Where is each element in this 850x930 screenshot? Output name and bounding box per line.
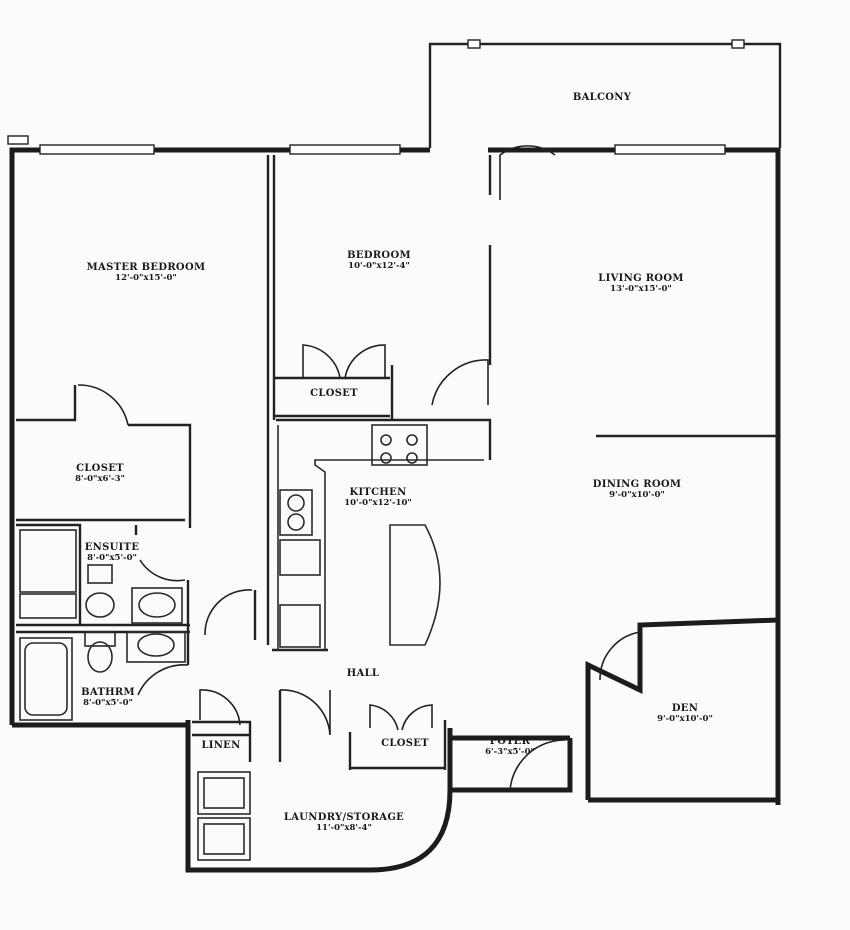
room-name: CLOSET: [76, 463, 124, 474]
room-dimensions: 11'-0"x8'-4": [316, 822, 372, 833]
room-label-hall-closet: CLOSET: [381, 738, 429, 750]
kitchen-fixtures: [277, 424, 484, 651]
room-name: DEN: [671, 703, 699, 714]
room-name: LINEN: [201, 740, 241, 751]
room-dimensions: 10'-0"x12'-10": [344, 497, 412, 508]
room-dimensions: 9'-0"x10'-0": [657, 713, 713, 724]
room-name: LIVING ROOM: [598, 273, 684, 284]
room-name: LAUNDRY/STORAGE: [283, 812, 405, 823]
room-label-bedroom-closet: CLOSET: [310, 388, 358, 400]
room-name: BATHRM: [81, 687, 135, 698]
room-name: CLOSET: [310, 388, 358, 399]
room-dimensions: 8'-0"x6'-3": [75, 473, 125, 484]
room-label-master-bedroom: MASTER BEDROOM 12'-0"x15'-0": [87, 262, 206, 283]
room-label-ensuite: ENSUITE 8'-0"x5'-0": [85, 542, 140, 563]
room-label-hall: HALL: [347, 668, 379, 680]
ensuite-fixtures: [19, 529, 183, 624]
room-name: CLOSET: [381, 738, 429, 749]
room-name: DINING ROOM: [592, 479, 682, 490]
room-dimensions: 9'-0"x10'-0": [609, 489, 665, 500]
balcony-outline: [428, 39, 782, 148]
laundry-fixtures: [197, 771, 251, 861]
room-name: HALL: [346, 668, 380, 679]
room-label-den: DEN 9'-0"x10'-0": [657, 703, 713, 724]
room-label-bedroom: BEDROOM 10'-0"x12'-4": [347, 250, 411, 271]
room-dimensions: 13'-0"x15'-0": [610, 283, 672, 294]
interior-walls: [16, 155, 778, 770]
room-label-kitchen: KITCHEN 10'-0"x12'-10": [344, 487, 412, 508]
room-label-laundry: LAUNDRY/STORAGE 11'-0"x8'-4": [284, 812, 404, 833]
room-dimensions: 6'-3"x5'-0": [485, 746, 535, 757]
room-label-master-closet: CLOSET 8'-0"x6'-3": [75, 463, 125, 484]
room-label-dining-room: DINING ROOM 9'-0"x10'-0": [593, 479, 681, 500]
room-label-foyer: FOYER 6'-3"x5'-0": [485, 736, 535, 757]
room-label-linen: LINEN: [201, 740, 240, 752]
room-label-living-room: LIVING ROOM 13'-0"x15'-0": [598, 273, 683, 294]
windows: [7, 135, 726, 155]
room-label-bathroom: BATHRM 8'-0"x5'-0": [81, 687, 135, 708]
door-swings: [77, 145, 641, 791]
room-name: FOYER: [489, 736, 531, 747]
room-name: MASTER BEDROOM: [86, 262, 206, 273]
room-name: BEDROOM: [347, 250, 411, 261]
room-dimensions: 8'-0"x5'-0": [83, 697, 133, 708]
room-name: BALCONY: [572, 92, 632, 103]
room-dimensions: 8'-0"x5'-0": [87, 552, 137, 563]
bathroom-fixtures: [19, 631, 186, 721]
room-name: KITCHEN: [349, 487, 407, 498]
room-dimensions: 10'-0"x12'-4": [348, 260, 410, 271]
room-dimensions: 12'-0"x15'-0": [115, 272, 177, 283]
room-label-balcony: BALCONY: [573, 92, 631, 104]
room-name: ENSUITE: [84, 542, 140, 553]
